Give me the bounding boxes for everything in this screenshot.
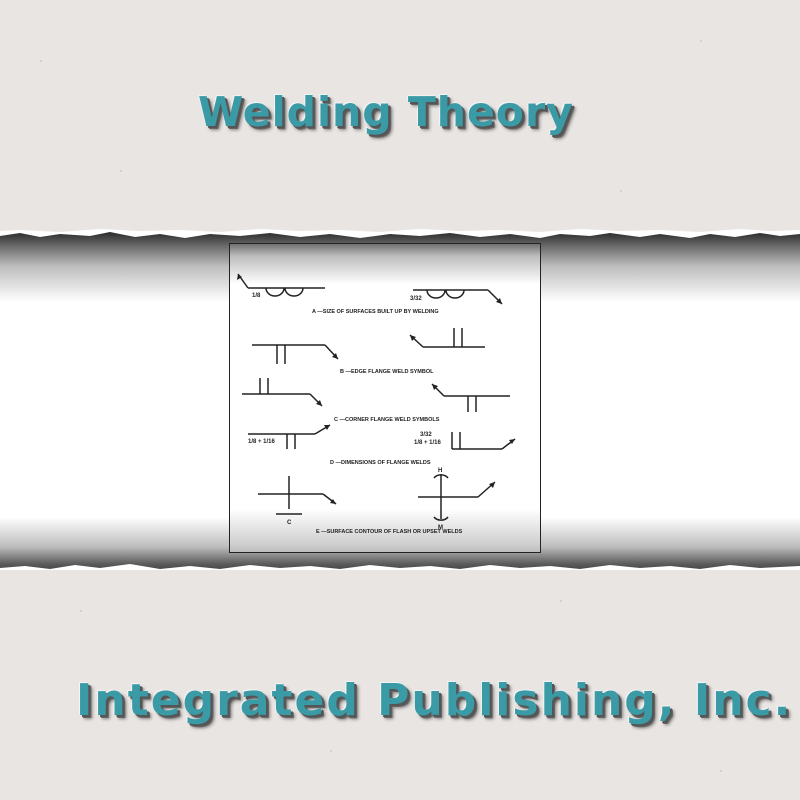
top-paper: Welding Theory	[0, 0, 800, 240]
book-title: Welding Theory	[198, 88, 574, 136]
bottom-paper	[0, 570, 800, 800]
paper-speck	[620, 190, 622, 192]
dimension-label: 1/8 + 1/16	[248, 439, 276, 445]
weld-symbol-figure: 1/8 3/32 A —SIZE OF SURFACES BUILT UP BY…	[237, 273, 516, 535]
contour-label: C	[287, 520, 292, 526]
caption-b: B —EDGE FLANGE WELD SYMBOL	[340, 369, 434, 375]
contour-label: H	[438, 468, 442, 474]
dimension-label: 1/8	[252, 293, 261, 299]
paper-speck	[700, 40, 702, 42]
paper-speck	[80, 610, 82, 612]
paper-speck	[560, 600, 562, 602]
paper-speck	[120, 170, 122, 172]
caption-a: A —SIZE OF SURFACES BUILT UP BY WELDING	[312, 309, 439, 315]
caption-d: D —DIMENSIONS OF FLANGE WELDS	[330, 460, 431, 466]
paper-speck	[720, 770, 722, 772]
contour-label: M	[438, 525, 443, 531]
dimension-label: 1/8 + 1/16	[414, 440, 442, 446]
paper-speck	[330, 750, 332, 752]
dimension-label: 3/32	[410, 296, 422, 302]
caption-e: E —SURFACE CONTOUR OF FLASH OR UPSET WEL…	[316, 529, 463, 535]
dimension-label: 3/32	[420, 432, 432, 438]
caption-c: C —CORNER FLANGE WELD SYMBOLS	[334, 417, 440, 423]
torn-edge-top	[0, 222, 800, 238]
paper-speck	[40, 60, 42, 62]
weld-symbol-diagram: 1/8 3/32 A —SIZE OF SURFACES BUILT UP BY…	[229, 243, 541, 553]
publisher-name: Integrated Publishing, Inc.	[76, 675, 793, 726]
